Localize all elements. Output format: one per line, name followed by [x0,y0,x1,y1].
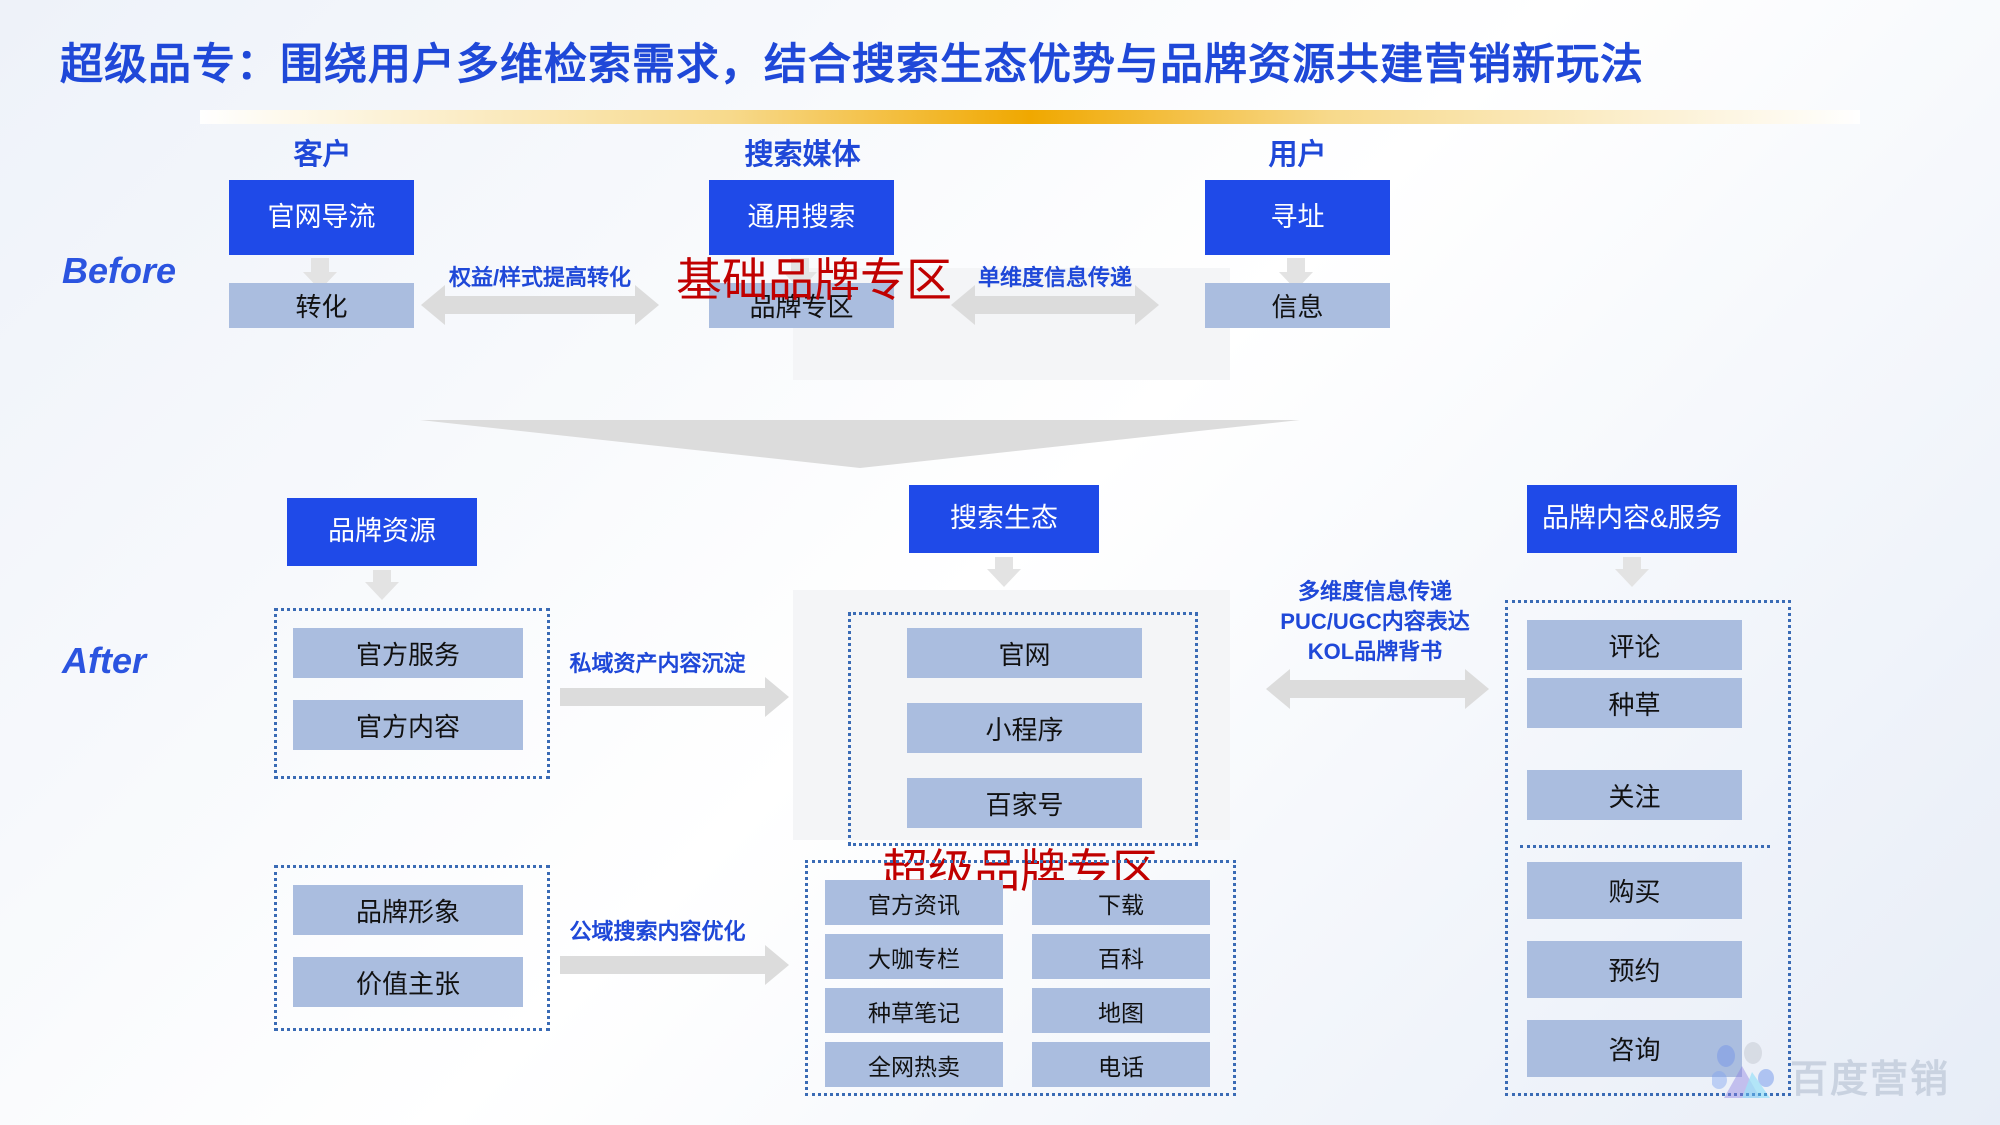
after-right-connector-tip-right [1465,669,1489,709]
after-middle-group-one-container [848,612,1198,846]
before-media-arrow-stem [791,258,809,274]
baidu-bear-paw-icon [1712,1042,1774,1098]
before-customer-bottom-box: 转化 [229,283,414,328]
after-right-group-one-item: 种草 [1527,678,1742,728]
after-middle-arrow-stem [995,557,1013,571]
before-right-connector-label: 单维度信息传递 [977,265,1132,290]
after-middle-group-two-right-item: 百科 [1032,934,1210,979]
after-left-group-two-item: 价值主张 [293,957,523,1007]
before-user-bottom-box: 信息 [1205,283,1390,328]
after-left-connector-bottom-stem [560,956,765,974]
after-middle-group-one-item: 官网 [907,628,1142,678]
row-label-before: Before [62,250,177,291]
after-left-group-one-container [274,608,550,779]
logo-text: 百度营销 [1790,1059,1951,1101]
before-media-bottom-box: 品牌专区 [709,283,894,328]
after-left-group-one-item: 官方服务 [293,628,523,678]
after-right-arrow-stem [1623,557,1641,571]
after-right-group-two-item: 购买 [1527,862,1742,919]
title-underline-decoration [200,110,1860,124]
after-middle-group-two-left-item: 大咖专栏 [825,934,1003,979]
before-user-top-box: 寻址 [1205,180,1390,255]
after-middle-group-two-right-item: 下载 [1032,880,1210,925]
before-after-transition-arrow [420,420,1300,468]
after-right-group-two-item: 预约 [1527,941,1742,998]
after-left-connector-bottom-label: 公域搜索内容优化 [569,919,746,944]
after-middle-group-two-right-item: 电话 [1032,1042,1210,1087]
after-right-connector-label-3: KOL品牌背书 [1307,639,1443,664]
after-middle-group-two-right-item: 地图 [1032,988,1210,1033]
row-label-after: After [62,640,147,681]
column-header-customer: 客户 [293,139,352,171]
after-left-arrow-stem [373,570,391,584]
after-left-group-one-item: 官方内容 [293,700,523,750]
after-right-connector-label-1: 多维度信息传递 [1297,579,1452,604]
after-right-group-two-item: 咨询 [1527,1020,1742,1077]
before-right-connector-tip-right [1135,285,1159,325]
before-left-connector-tip-left [421,285,445,325]
column-header-user: 用户 [1268,139,1327,171]
before-user-arrow-stem [1287,258,1305,274]
before-right-connector-tip-left [951,285,975,325]
after-middle-header-box: 搜索生态 [909,485,1099,553]
after-right-connector-tip-left [1266,669,1290,709]
before-left-connector-label: 权益/样式提高转化 [448,265,632,290]
after-middle-group-one-item: 百家号 [907,778,1142,828]
before-left-connector-stem [445,296,635,314]
after-right-arrow-tip [1615,569,1649,587]
after-right-group-container [1505,600,1791,1096]
after-right-group-one-item: 评论 [1527,620,1742,670]
after-middle-group-two-left-item: 全网热卖 [825,1042,1003,1087]
after-left-group-two-container [274,865,550,1031]
before-customer-arrow-stem [311,258,329,274]
after-left-connector-top-label: 私域资产内容沉淀 [569,651,746,676]
after-middle-group-two-container [805,860,1236,1096]
after-middle-group-two-left-item: 种草笔记 [825,988,1003,1033]
after-middle-arrow-tip [987,569,1021,587]
after-middle-group-two-left-item: 官方资讯 [825,880,1003,925]
before-left-connector-tip-right [635,285,659,325]
after-right-connector-stem [1290,680,1465,698]
after-right-group-divider [1520,845,1770,848]
after-left-group-two-item: 品牌形象 [293,885,523,935]
after-left-connector-bottom-tip [765,945,789,985]
after-middle-group-one-item: 小程序 [907,703,1142,753]
before-customer-top-box: 官网导流 [229,180,414,255]
page-title: 超级品专：围绕用户多维检索需求，结合搜索生态优势与品牌资源共建营销新玩法 [60,41,1644,89]
after-left-header-box: 品牌资源 [287,498,477,566]
after-left-connector-top-stem [560,688,765,706]
before-media-top-box: 通用搜索 [709,180,894,255]
after-right-header-box: 品牌内容&服务 [1527,485,1737,553]
column-header-media: 搜索媒体 [744,139,861,171]
after-right-connector-label-2: PUC/UGC内容表达 [1280,609,1470,634]
after-right-group-one-item: 关注 [1527,770,1742,820]
before-right-connector-stem [975,296,1135,314]
before-media-annotation: 基础品牌专区 [676,254,952,306]
after-left-arrow-tip [365,582,399,600]
after-left-connector-top-tip [765,677,789,717]
